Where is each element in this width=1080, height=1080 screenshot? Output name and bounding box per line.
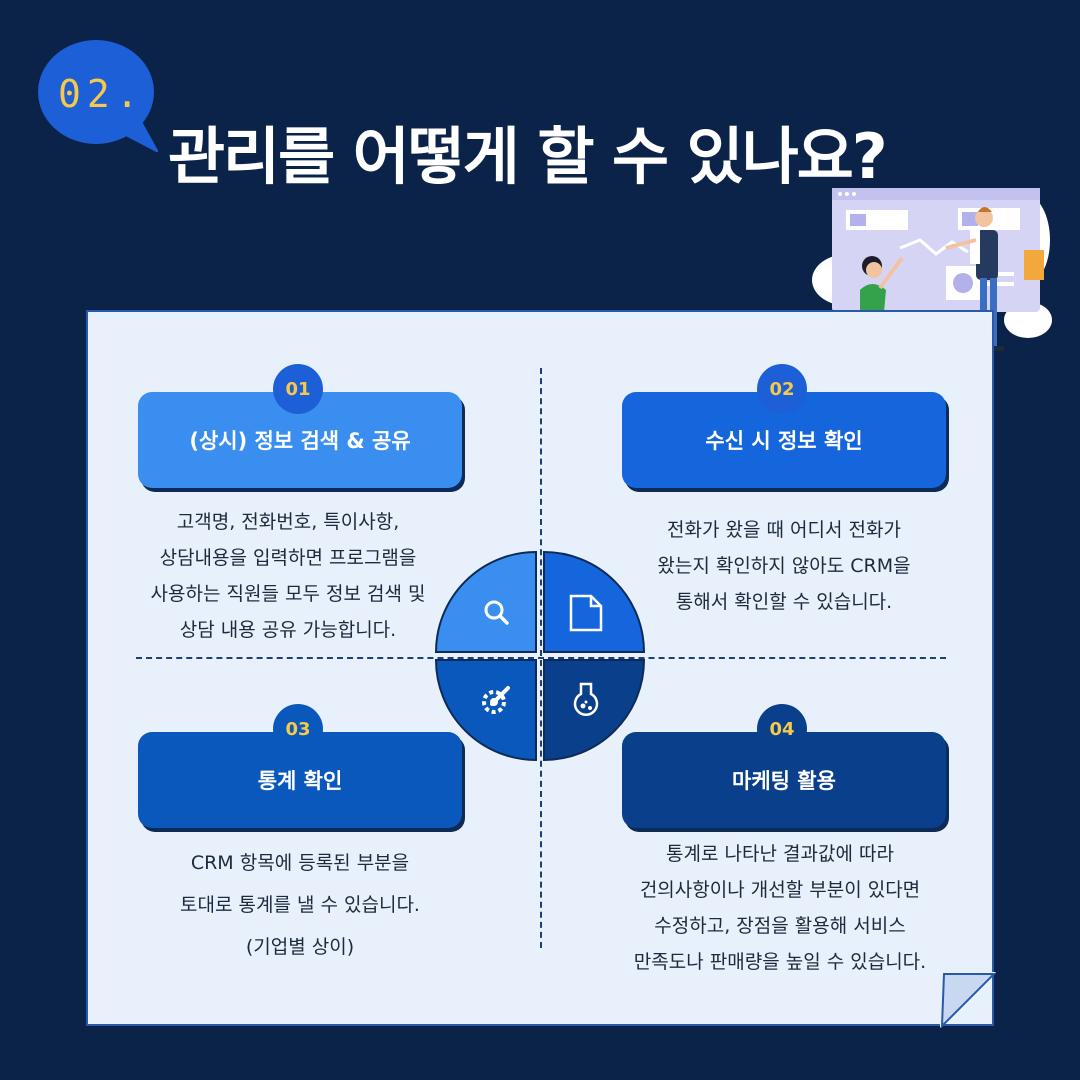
item-02-line: 왔는지 확인하지 않아도 CRM을 — [657, 555, 911, 577]
quadrant-search — [434, 550, 537, 653]
item-03-line: 토대로 통계를 낼 수 있습니다. — [180, 894, 420, 916]
item-04-number: 04 — [757, 704, 807, 754]
item-02-description: 전화가 왔을 때 어디서 전화가 왔는지 확인하지 않아도 CRM을 통해서 확… — [584, 512, 984, 620]
item-03-number: 03 — [273, 704, 323, 754]
page-title: 관리를 어떻게 할 수 있나요? — [168, 120, 888, 193]
item-04-line: 건의사항이나 개선할 부분이 있다면 — [639, 879, 921, 901]
search-icon — [484, 600, 509, 625]
item-02-line: 전화가 왔을 때 어디서 전화가 — [667, 519, 901, 541]
item-02-line: 통해서 확인할 수 있습니다. — [675, 591, 893, 613]
item-01-description: 고객명, 전화번호, 특이사항, 상담내용을 입력하면 프로그램을 사용하는 직… — [88, 504, 488, 648]
item-04-line: 통계로 나타난 결과값에 따라 — [666, 843, 894, 865]
item-01-line: 사용하는 직원들 모두 정보 검색 및 — [150, 583, 426, 605]
item-01-line: 상담내용을 입력하면 프로그램을 — [159, 547, 417, 569]
flask-icon — [573, 682, 599, 717]
item-03-line: CRM 항목에 등록된 부분을 — [190, 852, 410, 874]
horizontal-divider — [136, 657, 946, 659]
page-fold-corner — [940, 972, 997, 1029]
item-04-line: 만족도나 판매량을 높일 수 있습니다. — [633, 951, 927, 973]
dashboard-people-illustration — [810, 170, 1060, 360]
item-04-description: 통계로 나타난 결과값에 따라 건의사항이나 개선할 부분이 있다면 수정하고,… — [570, 836, 990, 980]
item-03-line: (기업별 상이) — [245, 936, 355, 958]
quadrant-icon-circle — [434, 550, 646, 764]
item-01-line: 고객명, 전화번호, 특이사항, — [176, 511, 400, 533]
document-icon — [569, 594, 603, 632]
item-02-number: 02 — [757, 364, 807, 414]
item-01-number: 01 — [273, 364, 323, 414]
item-04-line: 수정하고, 장점을 활용해 서비스 — [654, 915, 906, 937]
quadrant-document — [543, 550, 646, 653]
item-03-description: CRM 항목에 등록된 부분을 토대로 통계를 낼 수 있습니다. (기업별 상… — [100, 842, 500, 968]
item-01-line: 상담 내용 공유 가능합니다. — [179, 619, 397, 641]
item-02-label: 수신 시 정보 확인 — [622, 392, 946, 488]
gear-wrench-icon — [482, 686, 510, 714]
step-number: 02. — [58, 72, 145, 116]
step-badge: 02. — [36, 36, 158, 152]
